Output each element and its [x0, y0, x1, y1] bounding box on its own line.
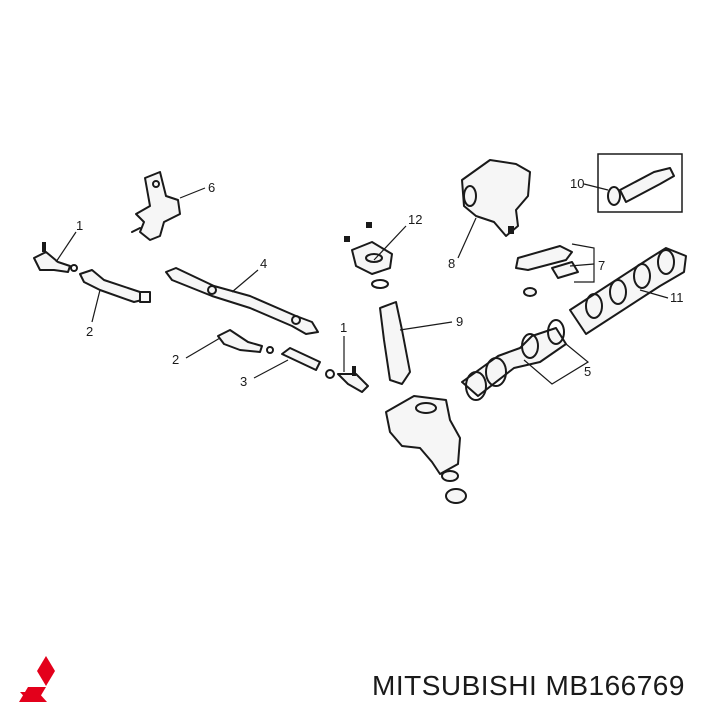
callout-label: 6 [208, 180, 215, 195]
part-8-steering-gear-box [457, 159, 531, 259]
part-1-tie-rod-end-center [325, 336, 369, 393]
callout-label: 1 [76, 218, 83, 233]
part-10-shaft-assembly [583, 153, 683, 213]
part-7-pitman-arm [515, 243, 595, 297]
part-number-caption: MITSUBISHI MB166769 [372, 670, 685, 701]
callout-label: 12 [408, 212, 422, 227]
part-11-bellows [569, 247, 687, 335]
part-9-sector-shaft [371, 279, 453, 385]
callout-label: 2 [86, 324, 93, 339]
part-6-bracket [131, 171, 206, 241]
part-2-tie-rod-end-center [185, 329, 274, 359]
callout-label: 8 [448, 256, 455, 271]
part-4-center-link [165, 267, 319, 335]
part-3-adjusting-sleeve [253, 347, 321, 379]
part-5-rack-boot [461, 319, 590, 401]
part-2-tie-rod-left [79, 269, 151, 323]
callout-label: 4 [260, 256, 267, 271]
callout-label: 11 [670, 290, 684, 305]
part-1-tie-rod-end-left [33, 231, 78, 273]
callout-label: 9 [456, 314, 463, 329]
gear-housing-lower [385, 395, 467, 504]
callout-label: 10 [570, 176, 584, 191]
callout-label: 5 [584, 364, 591, 379]
three-diamond-logo-icon [19, 656, 55, 702]
callout-label: 7 [598, 258, 605, 273]
callout-label: 1 [340, 320, 347, 335]
part-12-cover [344, 222, 407, 275]
callout-label: 3 [240, 374, 247, 389]
callout-label: 2 [172, 352, 179, 367]
